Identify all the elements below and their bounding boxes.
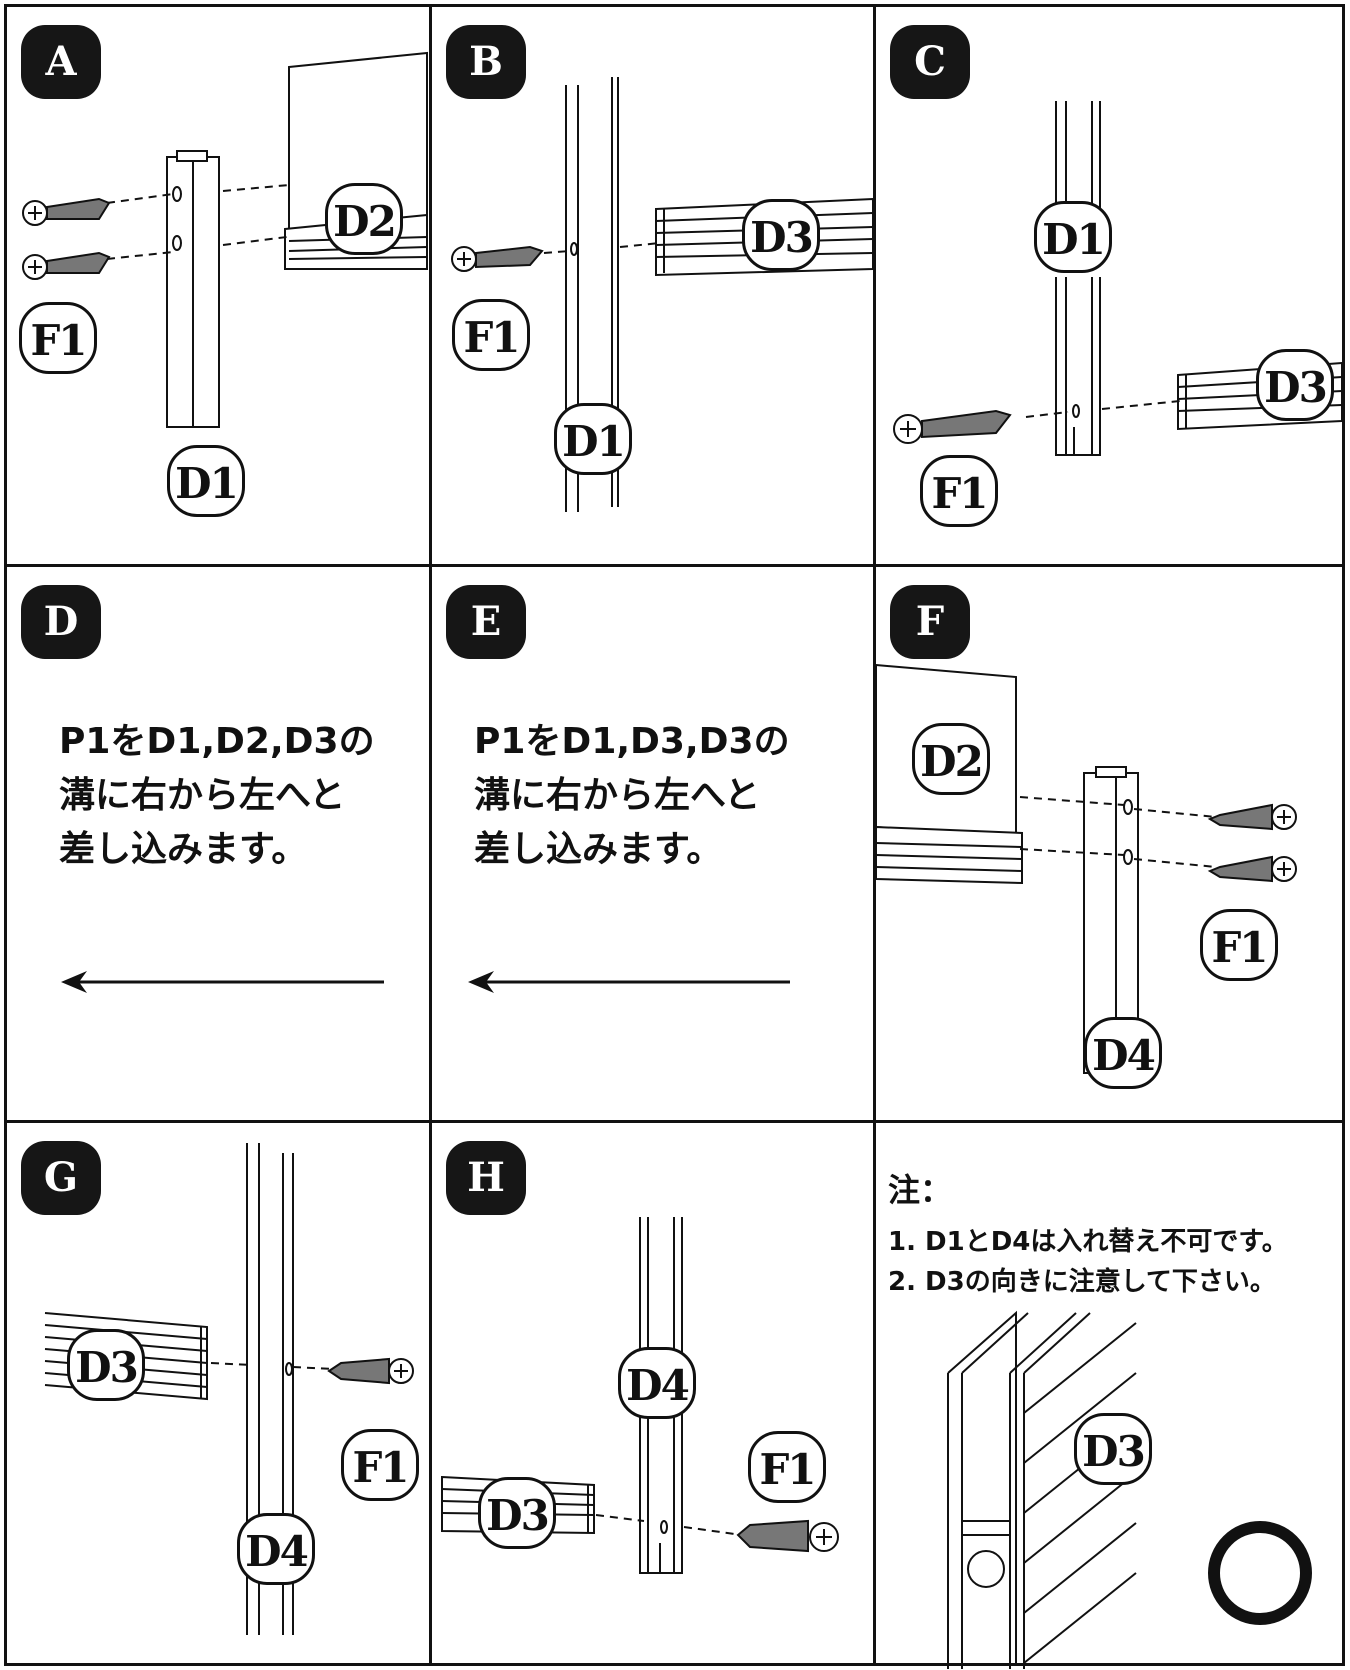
screw-icon xyxy=(1207,803,1297,831)
part-label-d3: D3 xyxy=(1256,349,1334,421)
d3-profile-drawing xyxy=(947,1310,1312,1669)
grid-divider xyxy=(7,1120,1342,1123)
part-label-d3: D3 xyxy=(67,1329,145,1401)
part-label-d3: D3 xyxy=(1074,1413,1152,1485)
circle-ok-icon xyxy=(1208,1521,1312,1625)
screw-icon xyxy=(451,245,544,272)
panel-a: A xyxy=(7,7,429,564)
step-badge: H xyxy=(446,1141,526,1215)
instruction-line: 溝に右から左へと xyxy=(59,775,346,816)
part-label-f1: F1 xyxy=(452,299,530,371)
arrow-left-icon xyxy=(468,971,790,993)
part-label-f1: F1 xyxy=(920,455,998,527)
panel-note: 注： 1. D1とD4は入れ替え不可です。 2. D3の向きに注意して下さい。 … xyxy=(876,1123,1342,1669)
instruction-line: 差し込みます。 xyxy=(474,829,723,870)
part-label-d2: D2 xyxy=(912,723,990,795)
part-label-d4: D4 xyxy=(618,1347,696,1419)
panel-e: E P1をD1,D3,D3の 溝に右から左へと 差し込みます。 xyxy=(432,567,873,1120)
part-label-d4: D4 xyxy=(1084,1017,1162,1089)
note-line: 1. D1とD4は入れ替え不可です。 xyxy=(888,1227,1288,1257)
part-label-d1: D1 xyxy=(167,445,245,517)
instruction-line: P1をD1,D2,D3の xyxy=(59,721,375,762)
panel-h: H D4 F1 D3 xyxy=(432,1123,873,1669)
screw-icon xyxy=(22,251,111,280)
part-label-d1: D1 xyxy=(554,403,632,475)
part-label-d4: D4 xyxy=(237,1513,315,1585)
step-badge: G xyxy=(21,1141,101,1215)
instruction-line: 溝に右から左へと xyxy=(474,775,761,816)
instruction-line: 差し込みます。 xyxy=(59,829,308,870)
screw-icon xyxy=(22,197,111,226)
screw-icon xyxy=(893,409,1012,444)
instruction-text: P1をD1,D2,D3の 溝に右から左へと 差し込みます。 xyxy=(59,715,375,877)
part-label-d2: D2 xyxy=(325,183,403,255)
step-badge: B xyxy=(446,25,526,99)
panel-f: F xyxy=(876,567,1342,1120)
part-label-f1: F1 xyxy=(1200,909,1278,981)
screw-icon xyxy=(1207,855,1297,883)
step-badge: C xyxy=(890,25,970,99)
step-badge: D xyxy=(21,585,101,659)
step-badge: F xyxy=(890,585,970,659)
grid-divider xyxy=(7,564,1342,567)
part-label-d3: D3 xyxy=(478,1477,556,1549)
arrow-left-icon xyxy=(61,971,384,993)
instruction-line: P1をD1,D3,D3の xyxy=(474,721,790,762)
panel-b: B D3 F1 D1 xyxy=(432,7,873,564)
part-label-f1: F1 xyxy=(341,1429,419,1501)
step-badge: A xyxy=(21,25,101,99)
panel-g: G D3 F1 D4 xyxy=(7,1123,429,1669)
panel-c: C D1 D3 F1 xyxy=(876,7,1342,564)
note-title: 注： xyxy=(888,1171,953,1209)
screw-icon xyxy=(736,1519,839,1553)
screw-icon xyxy=(327,1357,414,1385)
panel-d: D P1をD1,D2,D3の 溝に右から左へと 差し込みます。 xyxy=(7,567,429,1120)
instruction-grid: A xyxy=(4,4,1345,1669)
note-line: 2. D3の向きに注意して下さい。 xyxy=(888,1267,1276,1297)
panel-g-drawing xyxy=(44,1143,414,1635)
part-label-f1: F1 xyxy=(19,302,97,374)
panel-b-drawing xyxy=(451,77,873,512)
grid-divider xyxy=(429,7,432,1663)
part-label-d3: D3 xyxy=(742,199,820,271)
instruction-text: P1をD1,D3,D3の 溝に右から左へと 差し込みます。 xyxy=(474,715,790,877)
part-label-f1: F1 xyxy=(748,1431,826,1503)
grid-divider xyxy=(873,7,876,1663)
step-badge: E xyxy=(446,585,526,659)
part-label-d1: D1 xyxy=(1034,201,1112,273)
